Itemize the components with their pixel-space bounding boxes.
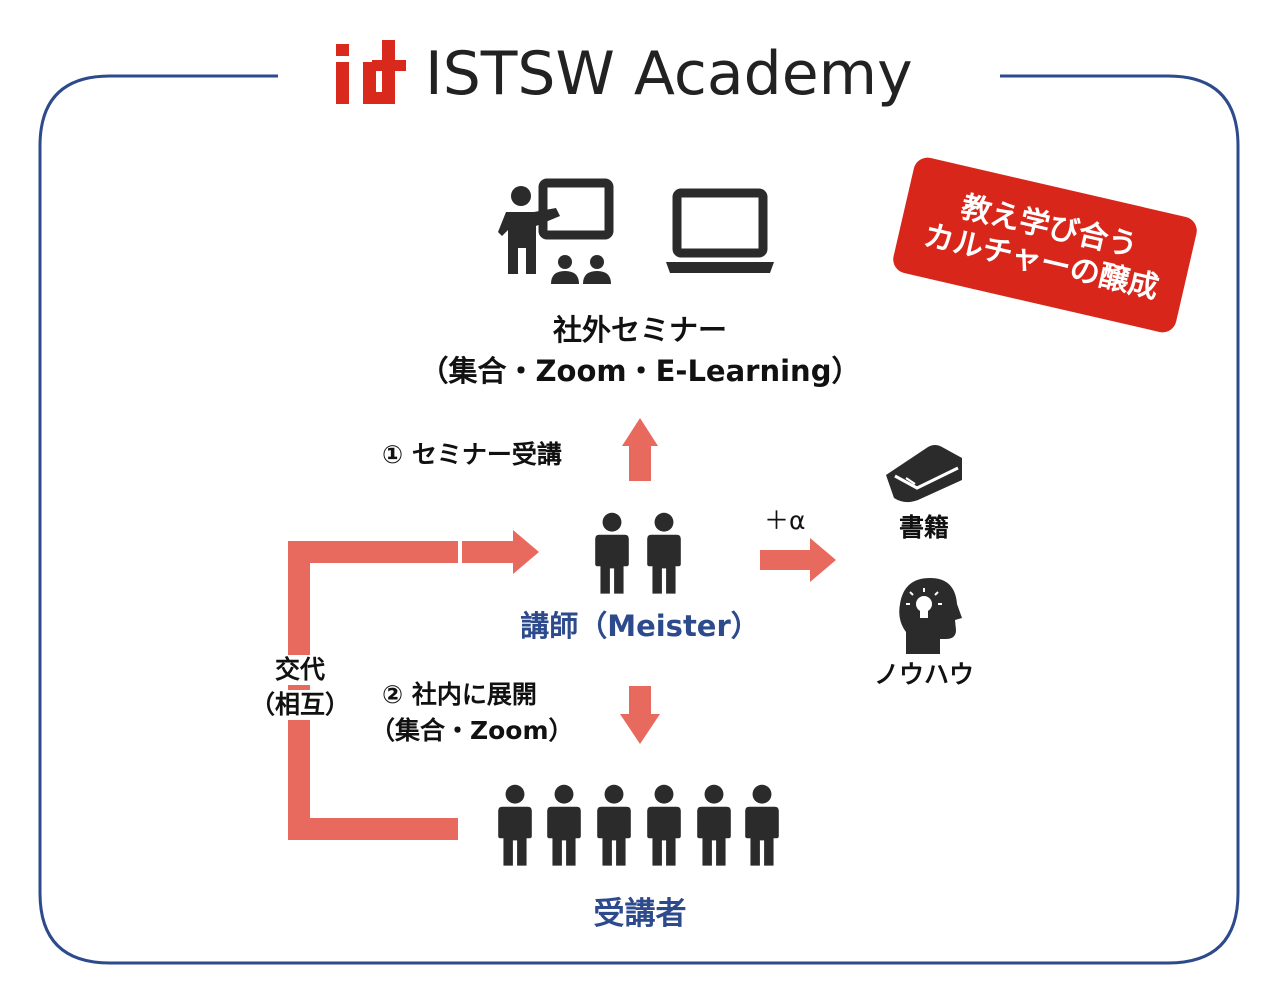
plus-alpha-label: ＋α <box>764 506 806 535</box>
book-label: 書籍 <box>898 513 949 542</box>
seminar-subtitle: （集合・Zoom・E-Learning） <box>419 354 861 388</box>
idea-head-icon <box>899 578 962 654</box>
instructor-label: 講師（Meister） <box>520 609 760 643</box>
logo-name: ISTSW Academy <box>425 39 913 109</box>
laptop-icon <box>666 188 774 273</box>
group-people-icon <box>498 784 779 866</box>
logo-mark <box>336 40 406 104</box>
step2-label-2: （集合・Zoom） <box>370 716 574 745</box>
trainees-label: 受講者 <box>593 896 687 932</box>
frame-border <box>38 74 1240 965</box>
two-people-icon <box>595 512 681 594</box>
culture-badge <box>893 157 1197 333</box>
rotation-loop-arrow <box>288 530 539 840</box>
arrow-down-trainees <box>620 686 660 744</box>
knowhow-label: ノウハウ <box>873 660 974 689</box>
step1-label: ① セミナー受講 <box>382 440 562 469</box>
arrow-right-resources <box>760 538 836 582</box>
book-icon <box>886 445 962 503</box>
rotation-label-2: （相互） <box>240 690 360 720</box>
presenter-board-icon <box>498 178 614 284</box>
step2-label-1: ② 社内に展開 <box>382 680 537 709</box>
arrow-up-seminar <box>622 418 658 481</box>
rotation-label-1: 交代 <box>255 655 345 685</box>
seminar-title: 社外セミナー <box>552 313 727 347</box>
